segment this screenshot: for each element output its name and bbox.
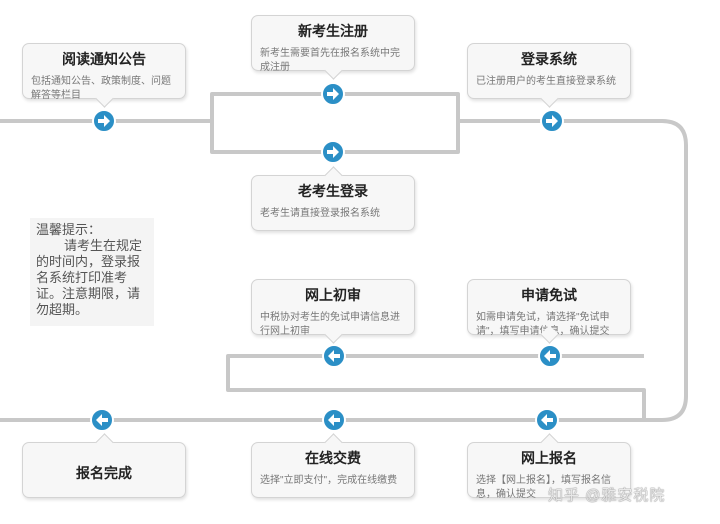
tip-body: 请考生在规定的时间内，登录报名系统打印准考证。注意期限，请勿超期。 [36, 238, 143, 317]
step-desc: 老考生请直接登录报名系统 [260, 208, 380, 219]
step-old-login: 老考生登录 老考生请直接登录报名系统 [251, 175, 415, 231]
step-apply-exempt: 申请免试 如需申请免试，请选择"免试申请"，填写申请信息，确认提交 [467, 279, 631, 337]
step-new-register: 新考生注册 新考生需要首先在报名系统中完成注册 [251, 15, 415, 73]
step-title: 申请免试 [521, 287, 577, 303]
step-online-signup: 网上报名 选择【网上报名】，填写报名信息，确认提交 [467, 442, 631, 500]
step-desc: 中税协对考生的免试申请信息进行网上初审 [260, 312, 400, 337]
step-title: 报名完成 [76, 465, 132, 481]
arrow-left-circle-icon [322, 344, 346, 368]
step-desc: 选择【网上报名】，填写报名信息，确认提交 [476, 475, 611, 500]
step-title: 登录系统 [521, 51, 577, 67]
tip-note: 温馨提示： 请考生在规定的时间内，登录报名系统打印准考证。注意期限，请勿超期。 [30, 218, 154, 326]
arrow-right-circle-icon [321, 82, 345, 106]
step-title: 网上报名 [521, 450, 577, 466]
step-read-notice: 阅读通知公告 包括通知公告、政策制度、问题解答等栏目 [22, 43, 186, 101]
step-desc: 已注册用户的考生直接登录系统 [476, 76, 616, 87]
step-title: 网上初审 [305, 287, 361, 303]
middle-row-line [226, 354, 646, 420]
arrow-right-circle-icon [321, 140, 345, 164]
step-desc: 新考生需要首先在报名系统中完成注册 [260, 48, 400, 73]
step-complete: 报名完成 [22, 442, 186, 498]
step-title: 新考生注册 [298, 23, 368, 39]
step-login: 登录系统 已注册用户的考生直接登录系统 [467, 43, 631, 99]
step-title: 阅读通知公告 [62, 51, 146, 67]
step-title: 在线交费 [305, 450, 361, 466]
step-pay: 在线交费 选择"立即支付"，完成在线缴费 [251, 442, 415, 498]
arrow-left-circle-icon [322, 408, 346, 432]
arrow-left-circle-icon [90, 408, 114, 432]
arrow-left-circle-icon [535, 408, 559, 432]
arrow-right-circle-icon [92, 109, 116, 133]
arrow-left-circle-icon [538, 344, 562, 368]
tip-heading: 温馨提示： [36, 222, 102, 237]
step-title: 老考生登录 [298, 183, 368, 199]
watermark: 知乎 @雅安税院 [548, 487, 666, 504]
step-online-review: 网上初审 中税协对考生的免试申请信息进行网上初审 [251, 279, 415, 337]
step-desc: 选择"立即支付"，完成在线缴费 [260, 475, 398, 486]
step-desc: 包括通知公告、政策制度、问题解答等栏目 [31, 76, 171, 101]
arrow-right-circle-icon [540, 109, 564, 133]
